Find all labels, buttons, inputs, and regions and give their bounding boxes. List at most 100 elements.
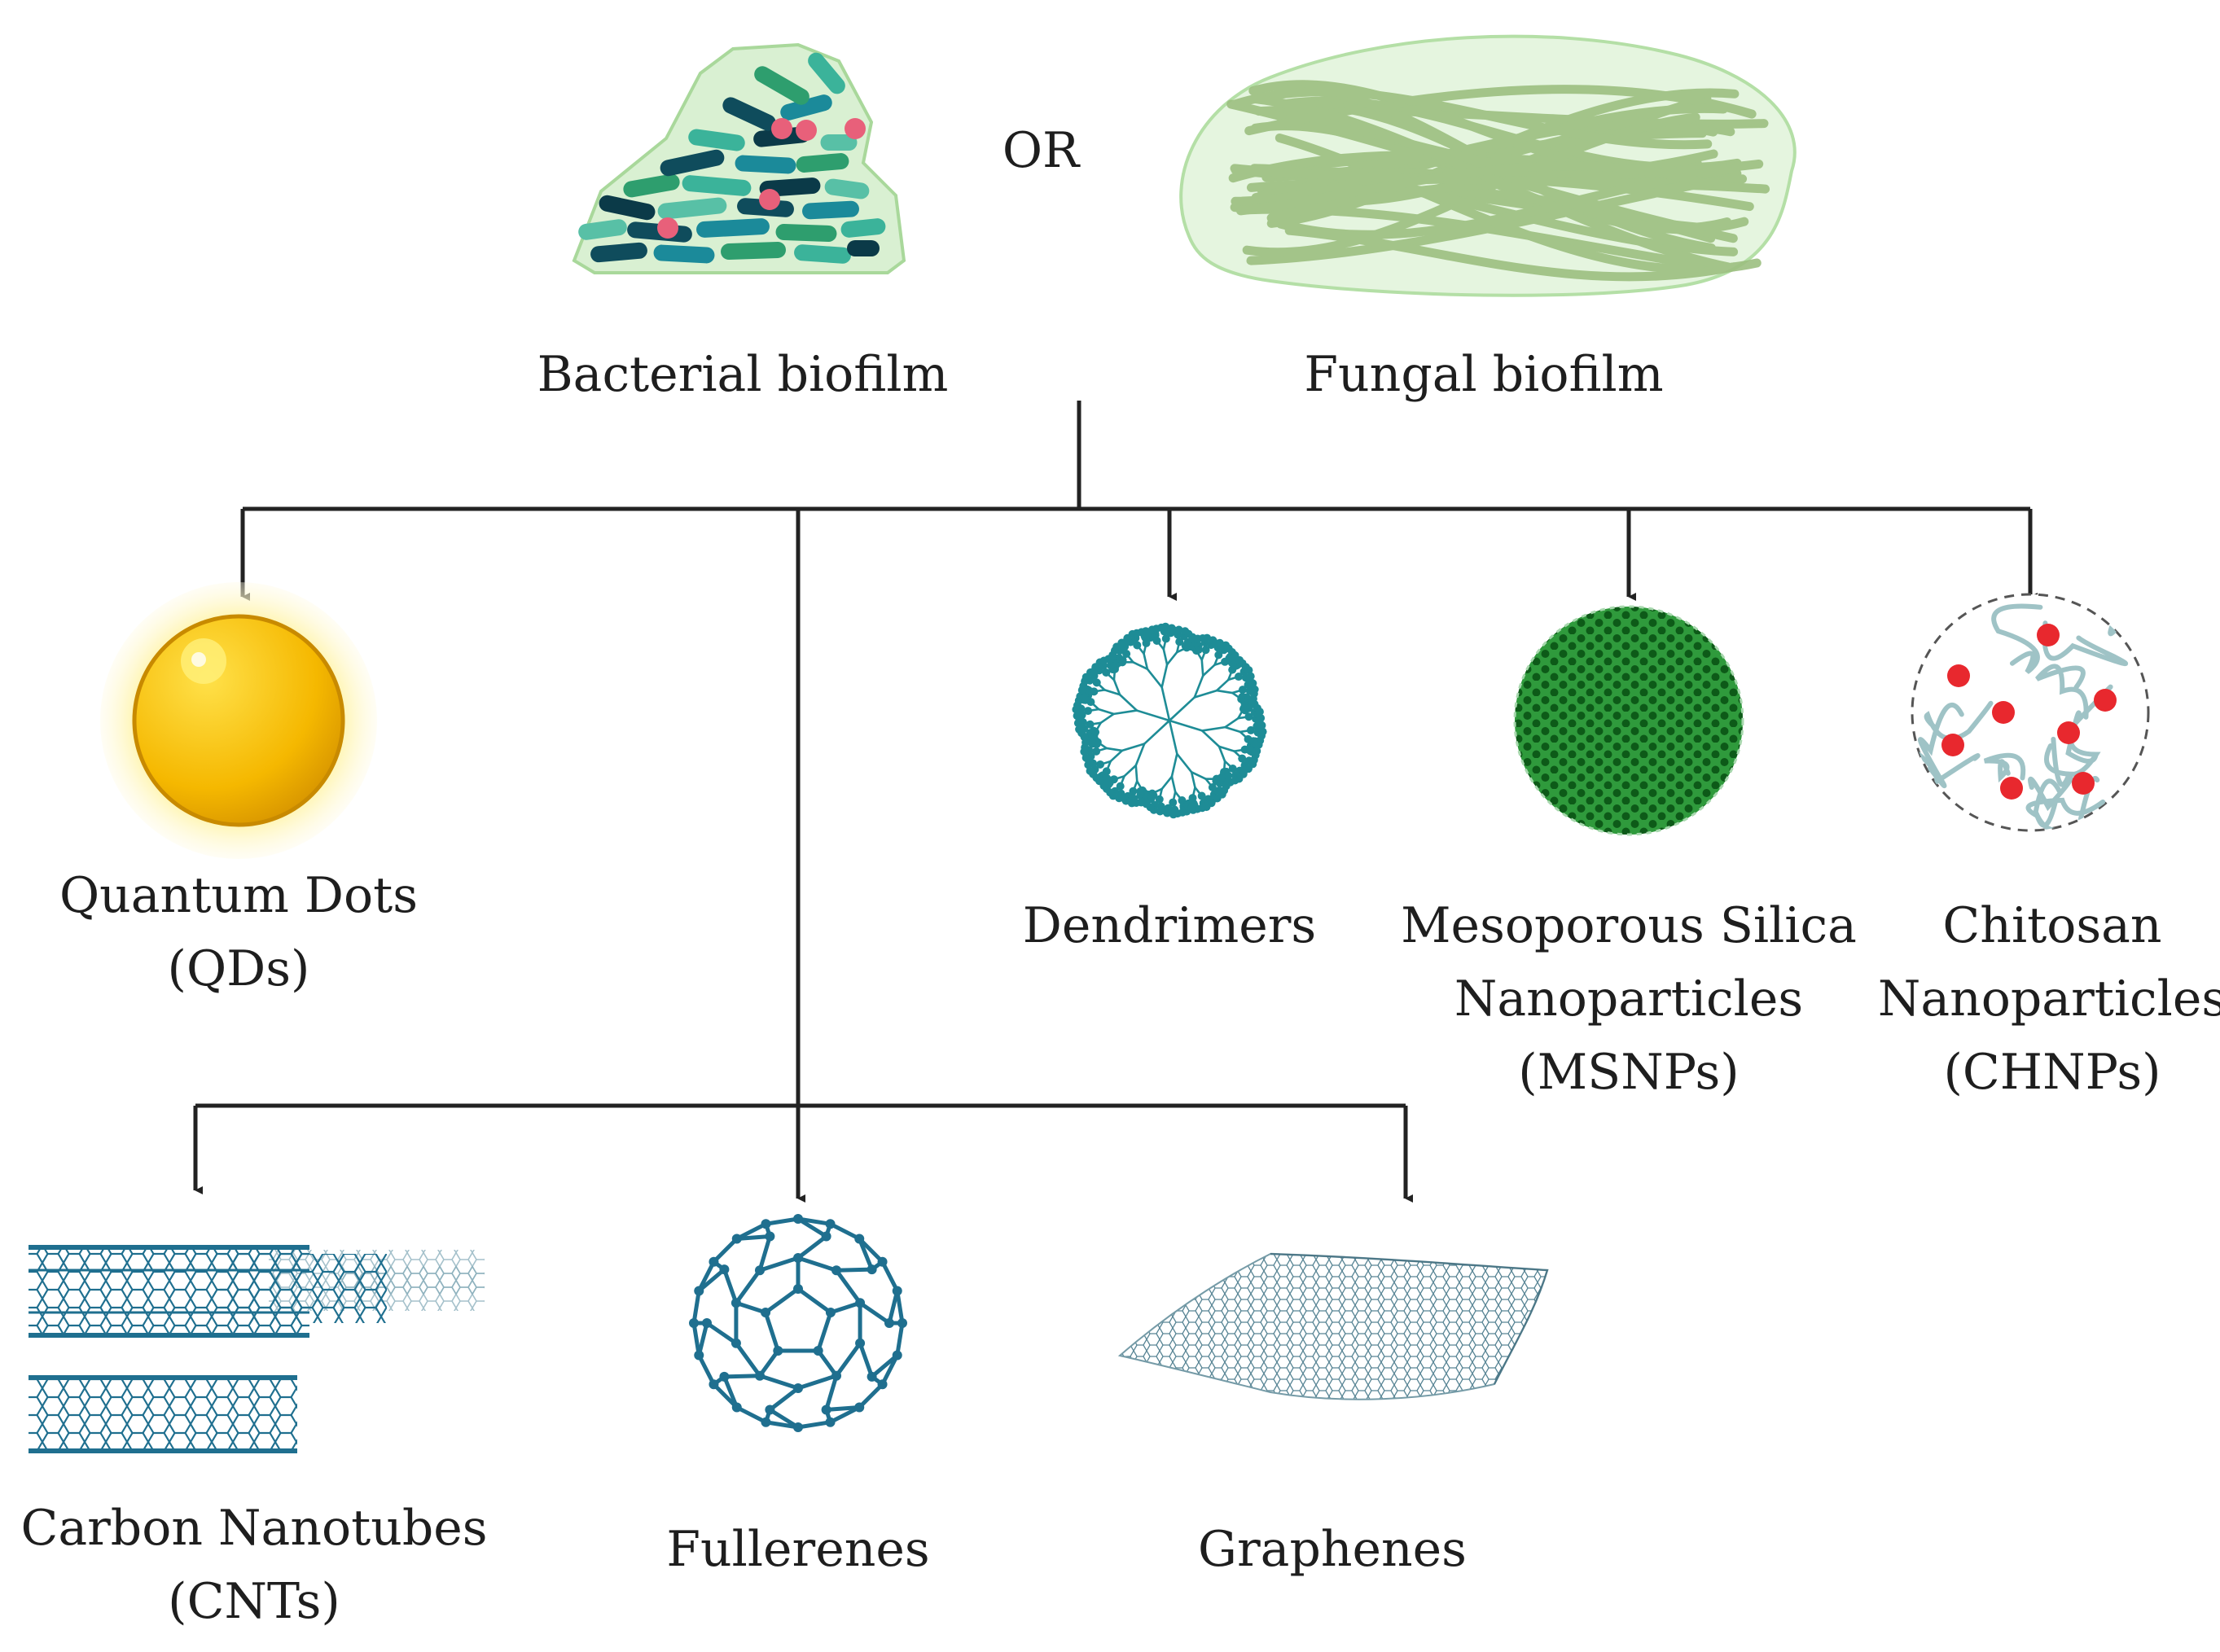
chitosan-payload-dot <box>2000 777 2023 800</box>
fullerene-bond <box>857 1238 874 1271</box>
dendrimer-branch <box>1146 668 1163 689</box>
chnps-label-line-1: Chitosan <box>1942 897 2162 954</box>
fullerene-atom <box>754 1265 765 1276</box>
chnps-label-line-2: Nanoparticles <box>1877 971 2220 1028</box>
fullerene-bond <box>796 1286 832 1315</box>
dendrimer-node <box>1224 771 1233 780</box>
dendrimer-branch <box>1224 725 1242 734</box>
fullerene-atom <box>854 1234 865 1244</box>
dendrimer-branch <box>1168 696 1196 722</box>
dendrimer-branch <box>1215 689 1234 695</box>
fullerene-atom <box>793 1284 803 1294</box>
bacterium-rod <box>780 94 832 121</box>
fullerene-atom <box>897 1318 907 1328</box>
fullerene-atom <box>765 1231 775 1242</box>
chitosan-payload-dot <box>2072 772 2095 795</box>
coccus-cell <box>771 118 792 139</box>
fullerene-bond <box>858 1301 891 1326</box>
fungal-biofilm-illustration <box>1179 34 1797 297</box>
dendrimer-branch <box>1143 652 1149 671</box>
bacteria-rods <box>578 52 886 264</box>
dendrimer-branch <box>1190 770 1196 789</box>
dendrimer-node <box>1156 807 1165 816</box>
dendrimer-node <box>1169 810 1178 819</box>
dendrimer-node <box>1252 740 1261 749</box>
chitosan-payload-dot <box>2094 689 2117 712</box>
fullerene-bond <box>722 1269 739 1304</box>
chnps-label: Chitosan Nanoparticles (CHNPs) <box>1878 889 2220 1109</box>
msnps-label-line-3: (MSNPs) <box>1518 1044 1740 1101</box>
fullerene-atom <box>892 1286 902 1296</box>
connector-lines <box>193 401 2038 1203</box>
bacterium-rod <box>590 242 647 263</box>
dendrimer-node <box>1073 712 1081 721</box>
dendrimer-branch <box>1105 747 1124 752</box>
fullerene-bond <box>880 1354 899 1386</box>
fullerene-atom <box>709 1379 719 1390</box>
fullerene-atom <box>867 1264 877 1275</box>
graphene-sheet-illustration <box>1117 1252 1549 1400</box>
fungal-biofilm-label: Fungal biofilm <box>1304 346 1664 403</box>
dendrimer-branch <box>1190 770 1207 780</box>
fullerene-bond <box>722 1375 739 1409</box>
fullerene-bond <box>826 1405 860 1413</box>
msnps-label-line-2: Nanoparticles <box>1454 971 1804 1028</box>
fullerene-bond <box>697 1354 716 1386</box>
fullerene-atom <box>731 1402 742 1413</box>
fullerene-atom <box>884 1318 894 1328</box>
fullerene-bond <box>705 1321 738 1345</box>
hypha <box>1229 87 1713 150</box>
bacterium-rod <box>794 244 851 264</box>
chitosan-payload-dot <box>2057 721 2080 744</box>
or-label: OR <box>1002 122 1080 179</box>
fullerene-atom <box>730 1338 741 1348</box>
fullerene-atom <box>892 1350 902 1361</box>
fullerene-bond <box>766 1216 799 1226</box>
bacterium-rod <box>840 218 886 238</box>
dendrimer-node <box>1075 725 1084 734</box>
dendrimer-branch <box>1103 689 1121 696</box>
fullerene-atom <box>719 1371 730 1382</box>
cnts-label: Carbon Nanotubes (CNTs) <box>20 1492 487 1638</box>
dendrimer-branch <box>1200 725 1226 732</box>
carbon-nanotubes-illustration <box>29 1245 485 1453</box>
chitosan-nanoparticle-illustration <box>1911 593 2150 832</box>
chitosan-chain <box>2124 594 2148 641</box>
fullerene-atom <box>694 1286 704 1296</box>
fullerene-atom <box>731 1234 742 1244</box>
fungal-hyphae <box>1226 80 1770 282</box>
fullerene-atom <box>855 1338 866 1348</box>
bacterium-rod <box>623 173 680 198</box>
fullerene-atom <box>825 1219 836 1229</box>
graphenes-label-line-1: Graphenes <box>1198 1521 1467 1578</box>
chitosan-payload-dot <box>1947 664 1970 687</box>
dendrimer-branch <box>1224 716 1239 729</box>
dendrimer-illustration <box>1072 622 1267 819</box>
bacterium-rod <box>653 244 715 264</box>
fullerene-bond <box>763 1312 780 1352</box>
bacterium-rod <box>775 224 837 242</box>
bacterium-rod <box>660 149 725 177</box>
fullerenes-label: Fullerenes <box>666 1513 929 1586</box>
fullerene-bond <box>830 1300 861 1315</box>
dendrimer-branch <box>1168 719 1204 732</box>
fullerene-bond <box>759 1255 799 1273</box>
fullerene-atom <box>709 1256 719 1267</box>
fullerene-bond <box>768 1387 800 1412</box>
fullerene-bond <box>816 1312 833 1352</box>
fullerene-bond <box>759 1374 799 1391</box>
fullerene-bond <box>880 1260 899 1292</box>
cnts-label-line-1: Carbon Nanotubes <box>20 1500 488 1557</box>
fullerene-atom <box>765 1404 775 1415</box>
msnps-label: Mesoporous Silica Nanoparticles (MSNPs) <box>1401 889 1857 1109</box>
dendrimer-branch <box>1109 749 1124 763</box>
chitosan-chain <box>2028 736 2073 812</box>
bacterium-rod <box>796 153 849 173</box>
bacterium-rod <box>721 241 786 261</box>
dendrimer-branch <box>1160 775 1174 791</box>
fullerene-bond <box>735 1405 767 1424</box>
bacterial-biofilm-illustration <box>572 42 906 274</box>
fullerene-atom <box>761 1308 771 1318</box>
fullerene-bond <box>797 1216 831 1226</box>
fullerene-bond <box>797 1420 831 1430</box>
